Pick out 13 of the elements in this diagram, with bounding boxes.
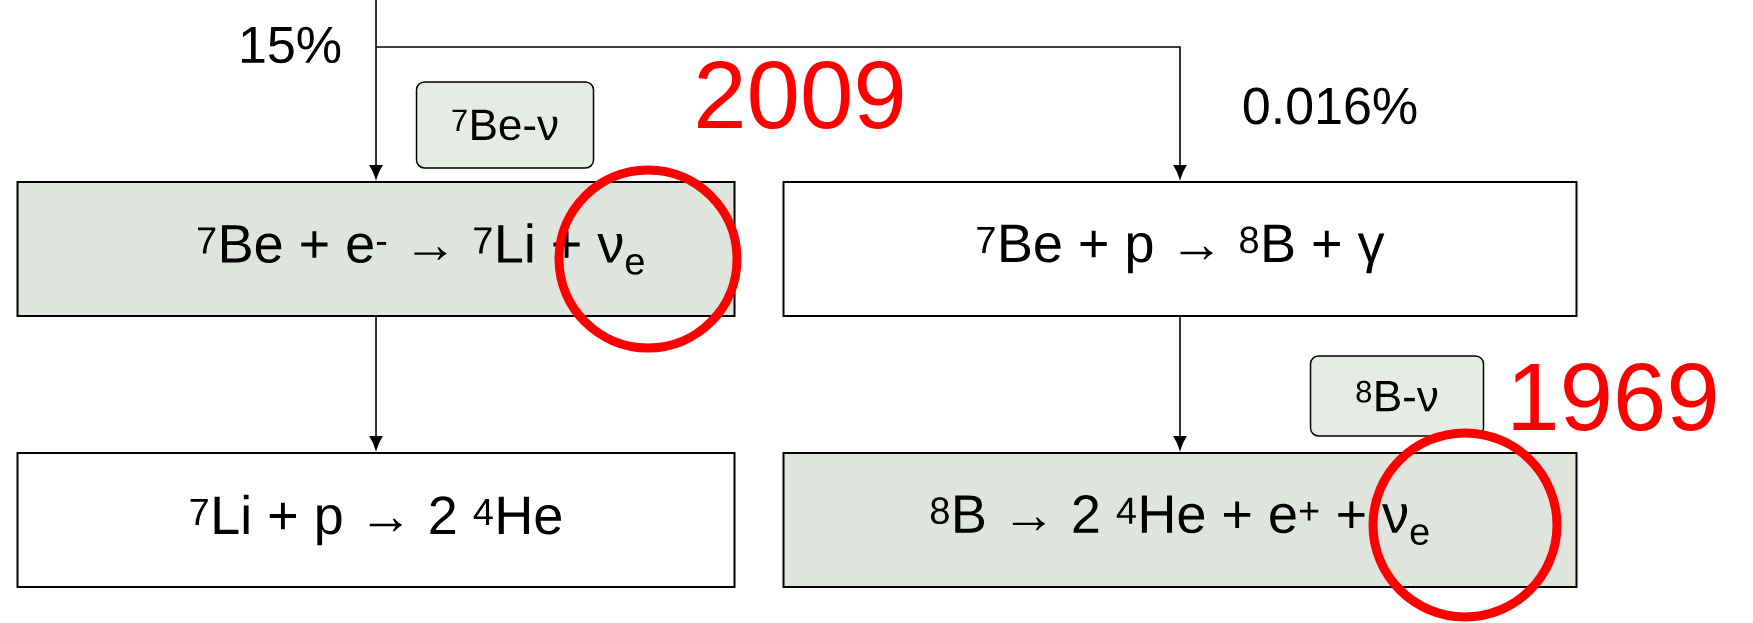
edge-label: 15% (241, 26, 341, 64)
arrow (369, 316, 383, 450)
arrow (1173, 316, 1187, 450)
arrow (375, 46, 1187, 179)
reaction-box: $^{7}$Li + p → 2 $^{4}$He (16, 452, 736, 588)
tag-box: $^{7}$Be-ν (415, 81, 595, 169)
arrow (369, 0, 383, 179)
tag-box: $^{8}$B-ν (1309, 355, 1485, 437)
year-label: 2009 (698, 61, 903, 129)
reaction-box: $^{8}$B → 2 $^{4}$He + e$^{+}$ + ν$_{e}$ (782, 452, 1578, 588)
reaction-box: $^{7}$Be + p → $^{8}$B + γ (782, 181, 1578, 317)
edge-label: 0.016% (1243, 87, 1417, 125)
year-label: 1969 (1513, 363, 1716, 431)
